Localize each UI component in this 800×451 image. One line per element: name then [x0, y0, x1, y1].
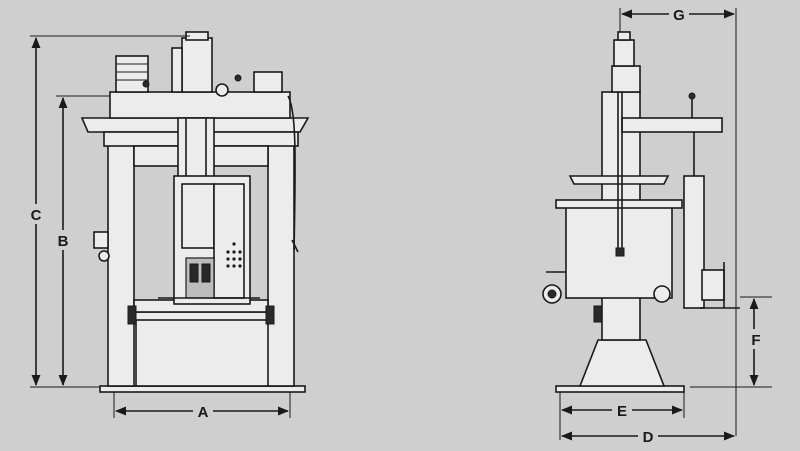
front-hydraulic-cylinder	[181, 37, 213, 93]
dimension-a: A	[113, 392, 291, 421]
dimension-g: G	[619, 5, 737, 436]
side-right-unit	[683, 175, 705, 309]
front-side-switch	[93, 231, 109, 249]
front-motor	[115, 55, 149, 93]
front-view	[80, 31, 310, 393]
front-base-plate	[99, 385, 306, 393]
dimension-f: F	[690, 296, 772, 388]
dimension-label-a: A	[198, 404, 209, 421]
dimension-d: D	[560, 427, 736, 446]
dimension-label-b: B	[58, 233, 69, 250]
dimension-label-c: C	[31, 207, 42, 224]
front-control-box	[253, 71, 283, 93]
dimension-label-g: G	[673, 7, 685, 24]
dimension-label-e: E	[617, 403, 627, 420]
dimension-b: B	[54, 95, 110, 388]
dimension-c: C	[27, 35, 190, 388]
side-head	[611, 65, 641, 93]
dimension-label-f: F	[751, 332, 760, 349]
side-pedestal	[578, 339, 666, 387]
side-top-arm	[621, 117, 723, 133]
front-right-leg	[267, 127, 295, 387]
side-base-plate	[555, 385, 685, 393]
front-indicator-dots	[226, 242, 242, 268]
front-left-leg	[107, 127, 135, 387]
front-upper-housing	[109, 91, 291, 119]
side-view	[542, 31, 740, 393]
dimension-label-d: D	[643, 429, 654, 446]
dimension-e: E	[559, 392, 685, 440]
